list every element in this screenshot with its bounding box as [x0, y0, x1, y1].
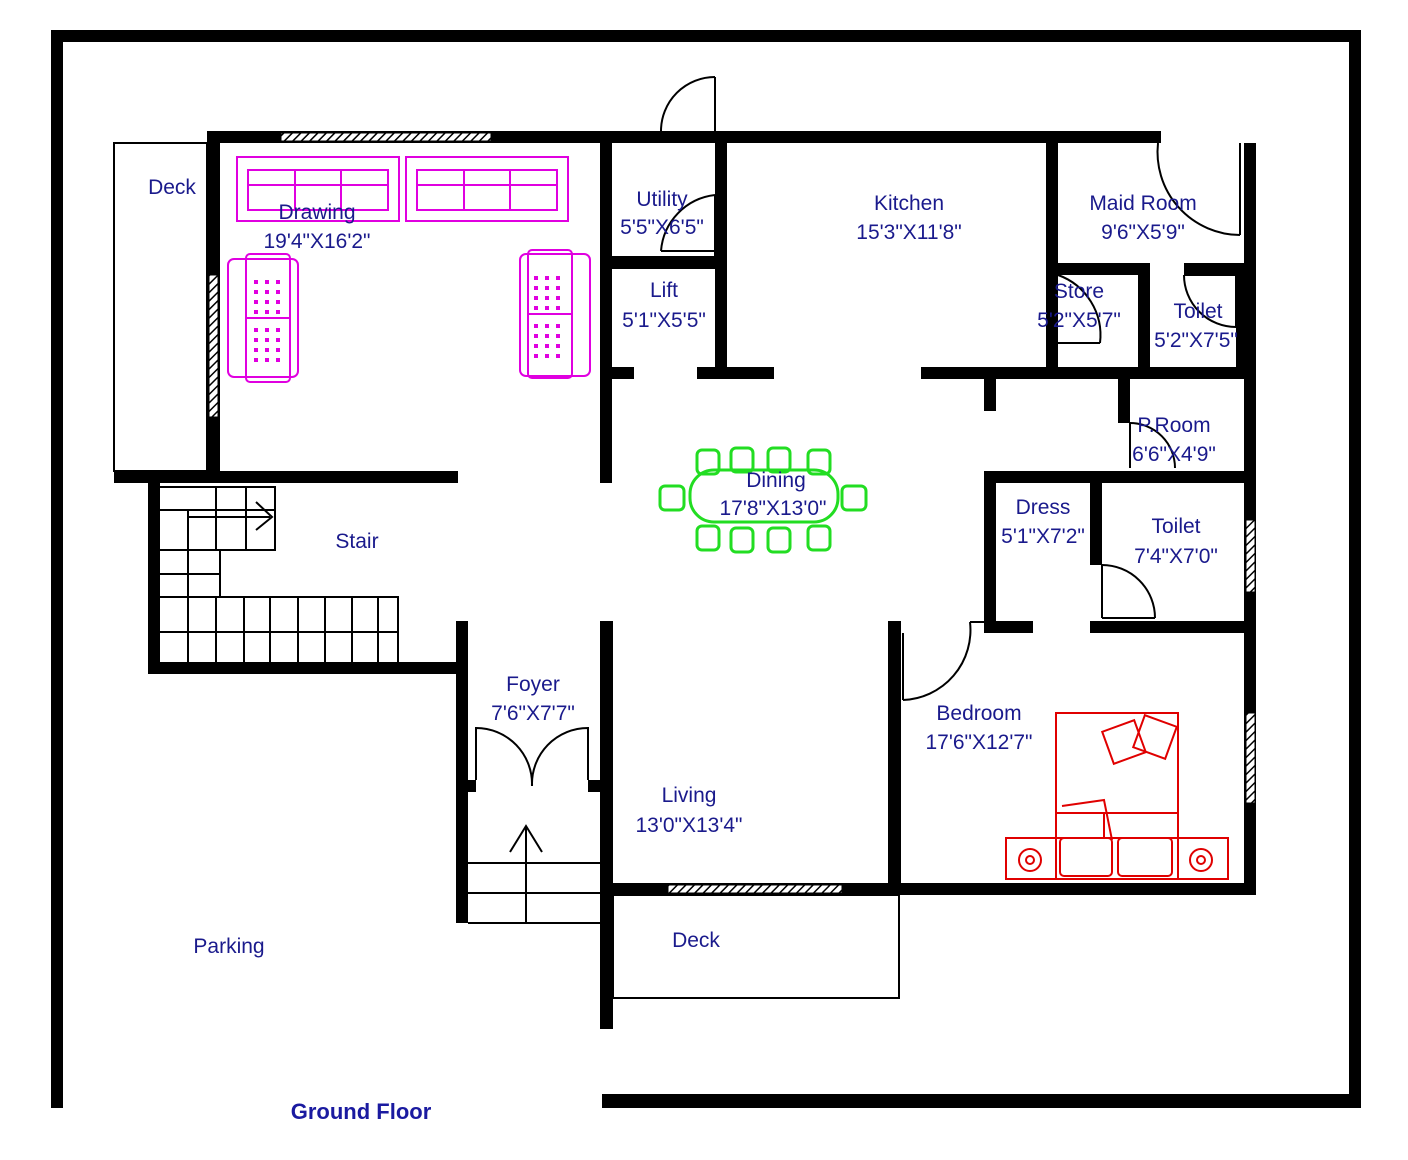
cushion-dot: [276, 358, 280, 362]
label-parking: Parking: [193, 935, 264, 958]
label-kitchen-size: 15'3"X11'8": [856, 221, 961, 244]
cushion-dot: [534, 324, 538, 328]
cushion-dot: [545, 354, 549, 358]
cushion-dot: [254, 310, 258, 314]
label-kitchen: Kitchen: [874, 192, 944, 215]
cushion-dot: [556, 306, 560, 310]
label-toilet-maid-size: 5'2"X7'5": [1154, 329, 1238, 352]
label-drawing-size: 19'4"X16'2": [263, 230, 370, 253]
label-lift: Lift: [650, 279, 678, 302]
cushion-dot: [254, 280, 258, 284]
cushion-dot: [276, 348, 280, 352]
cushion-dot: [545, 286, 549, 290]
label-foyer-size: 7'6"X7'7": [491, 702, 575, 725]
cushion-dot: [556, 296, 560, 300]
cushion-dot: [254, 358, 258, 362]
cushion-dot: [254, 290, 258, 294]
dining-set: [658, 446, 868, 554]
label-stair: Stair: [335, 530, 378, 553]
cushion-dot: [534, 354, 538, 358]
label-living-size: 13'0"X13'4": [635, 814, 742, 837]
sofa-set: [227, 156, 591, 383]
room-labels: Deck Drawing 19'4"X16'2" Utility 5'5"X6'…: [148, 176, 1238, 958]
cushion-dot: [534, 286, 538, 290]
label-toilet-bed-size: 7'4"X7'0": [1134, 545, 1218, 568]
cushion-dot: [534, 296, 538, 300]
label-deck-left: Deck: [148, 176, 196, 199]
label-bedroom: Bedroom: [936, 702, 1021, 725]
label-deck-bottom: Deck: [672, 929, 720, 952]
cushion-dot: [276, 310, 280, 314]
label-utility-size: 5'5"X6'5": [620, 216, 704, 239]
label-foyer: Foyer: [506, 673, 560, 696]
label-dress: Dress: [1016, 496, 1071, 519]
cushion-dot: [265, 280, 269, 284]
label-maid-room: Maid Room: [1089, 192, 1196, 215]
cushion-dot: [265, 358, 269, 362]
label-p-room-size: 6'6"X4'9": [1132, 443, 1216, 466]
cushion-dot: [534, 334, 538, 338]
cushion-dot: [556, 324, 560, 328]
cushion-dot: [534, 344, 538, 348]
floor-title: Ground Floor: [291, 1099, 432, 1124]
doors: [475, 76, 1241, 787]
label-dining: Dining: [746, 469, 806, 492]
cushion-dot: [254, 300, 258, 304]
cushion-dot: [545, 344, 549, 348]
label-store-size: 5'2"X5'7": [1037, 309, 1121, 332]
cushion-dot: [265, 300, 269, 304]
cushion-dot: [254, 338, 258, 342]
label-dress-size: 5'1"X7'2": [1001, 525, 1085, 548]
bed: [1005, 712, 1229, 880]
label-dining-size: 17'8"X13'0": [719, 497, 826, 520]
cushion-dot: [276, 328, 280, 332]
label-utility: Utility: [636, 188, 688, 211]
label-lift-size: 5'1"X5'5": [622, 309, 706, 332]
cushion-dot: [545, 324, 549, 328]
cushion-dot: [556, 276, 560, 280]
windows: [208, 132, 1256, 894]
cushion-dot: [254, 348, 258, 352]
cushion-dot: [276, 290, 280, 294]
cushion-dot: [545, 296, 549, 300]
cushion-dot: [265, 348, 269, 352]
label-toilet-maid: Toilet: [1173, 300, 1222, 323]
cushion-dot: [265, 310, 269, 314]
cushion-dot: [276, 280, 280, 284]
cushion-dot: [545, 334, 549, 338]
cushion-dot: [276, 338, 280, 342]
cushion-dot: [265, 328, 269, 332]
cushion-dot: [265, 290, 269, 294]
cushion-dot: [556, 334, 560, 338]
label-drawing: Drawing: [278, 201, 355, 224]
interior-walls: [113, 131, 1256, 1029]
stair-steps: [160, 486, 399, 662]
cushion-dot: [534, 306, 538, 310]
label-living: Living: [662, 784, 717, 807]
cushion-dot: [265, 338, 269, 342]
label-bedroom-size: 17'6"X12'7": [925, 731, 1032, 754]
cushion-dot: [545, 306, 549, 310]
label-toilet-bed: Toilet: [1151, 515, 1200, 538]
outer-boundary: [51, 30, 1361, 1108]
cushion-dot: [276, 300, 280, 304]
cushion-dot: [534, 276, 538, 280]
cushion-dot: [556, 286, 560, 290]
label-maid-room-size: 9'6"X5'9": [1101, 221, 1185, 244]
cushion-dot: [556, 354, 560, 358]
cushion-dot: [254, 328, 258, 332]
entry-steps: [468, 824, 600, 924]
cushion-dot: [556, 344, 560, 348]
label-p-room: P.Room: [1137, 414, 1210, 437]
label-store: Store: [1054, 280, 1104, 303]
cushion-dot: [545, 276, 549, 280]
